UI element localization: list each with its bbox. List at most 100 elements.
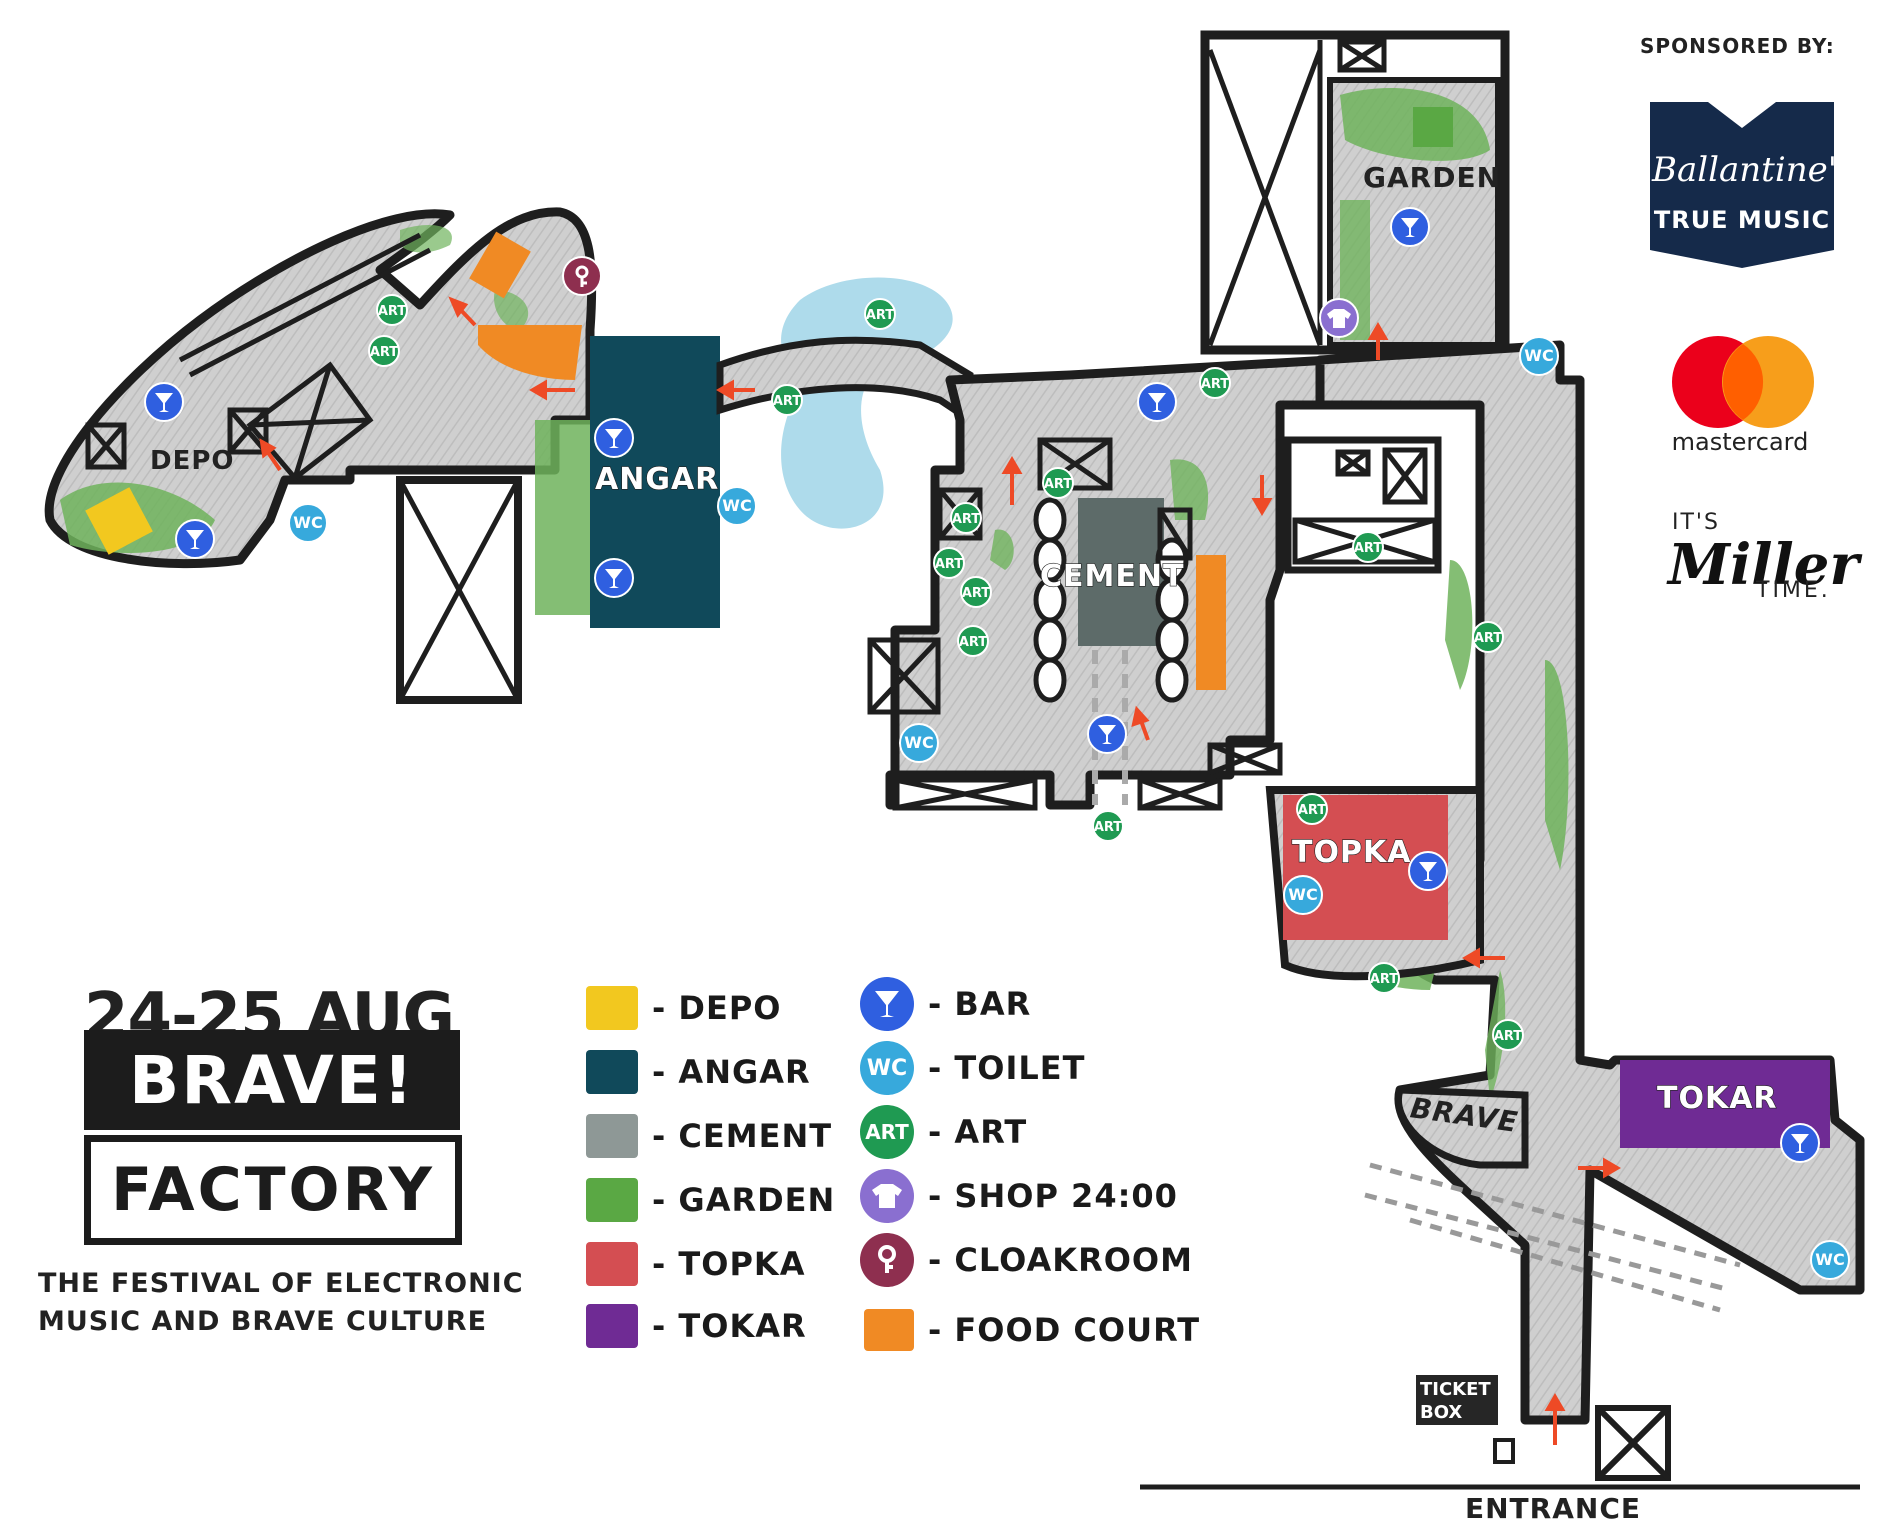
art-icon <box>950 502 982 534</box>
angar-swatch <box>586 1050 638 1094</box>
art-marker: ART <box>1352 531 1384 563</box>
legend-item-topka: - TOPKA <box>586 1240 805 1288</box>
legend-label-bar: - BAR <box>928 985 1032 1023</box>
ballantines-logo <box>1650 102 1834 268</box>
bar-marker <box>1390 207 1430 247</box>
tokar-swatch <box>586 1304 638 1348</box>
wc-marker-label: WC <box>1815 1250 1844 1269</box>
cloakroom-marker <box>562 256 602 296</box>
art-marker-label: ART <box>1354 541 1382 556</box>
legend-item-garden: - GARDEN <box>586 1176 835 1224</box>
ballantines-name: Ballantine's <box>1652 150 1855 190</box>
glass-glyph <box>1098 725 1116 744</box>
legend-item-art: ART - ART <box>860 1105 1028 1159</box>
legend-label-shop: - SHOP 24:00 <box>928 1177 1178 1215</box>
garden-swatch <box>586 1178 638 1222</box>
art-marker: ART <box>368 335 400 367</box>
key-icon <box>860 1233 914 1287</box>
art-marker: ART <box>950 502 982 534</box>
entrance-label: ENTRANCE <box>1465 1492 1641 1525</box>
food-court-swatch <box>864 1309 914 1351</box>
art-marker-label: ART <box>1298 803 1326 818</box>
wc-icon <box>717 486 757 526</box>
zone-label-topka: TOPKA <box>1292 835 1411 870</box>
wc-icon: WC <box>860 1041 914 1095</box>
legend-label-cement: - CEMENT <box>652 1117 833 1155</box>
glass-glyph <box>186 530 204 549</box>
map-markers: WCWCWCWCWCWCARTARTARTARTARTARTARTARTARTA… <box>144 207 1850 1280</box>
glass-glyph <box>605 569 623 588</box>
legend-label-angar: - ANGAR <box>652 1053 811 1091</box>
art-icon <box>933 547 965 579</box>
legend-label-food-court: - FOOD COURT <box>928 1311 1201 1349</box>
art-marker: ART <box>1492 1019 1524 1051</box>
miller-logo: Miller <box>1668 532 1859 598</box>
legend-item-shop: - SHOP 24:00 <box>860 1169 1178 1223</box>
wc-marker-label: WC <box>293 513 322 532</box>
art-marker: ART <box>1092 810 1124 842</box>
bar-marker <box>144 382 184 422</box>
art-icon <box>368 335 400 367</box>
miller-post: TIME. <box>1756 578 1831 603</box>
art-marker-label: ART <box>773 394 801 409</box>
legend-label-toilet: - TOILET <box>928 1049 1086 1087</box>
glass-glyph <box>1401 218 1419 237</box>
bar-marker <box>175 519 215 559</box>
art-marker-label: ART <box>1044 477 1072 492</box>
depo-food-court-2 <box>478 325 582 380</box>
art-marker: ART <box>957 625 989 657</box>
legend-label-topka: - TOPKA <box>652 1245 806 1283</box>
legend-item-cement: - CEMENT <box>586 1112 832 1160</box>
art-marker: ART <box>771 384 803 416</box>
art-marker: ART <box>864 298 896 330</box>
art-icon <box>771 384 803 416</box>
art-icon: ART <box>860 1105 914 1159</box>
art-marker-label: ART <box>952 512 980 527</box>
cement-food-court <box>1196 555 1226 690</box>
art-marker: ART <box>1368 962 1400 994</box>
legend-item-toilet: WC - TOILET <box>860 1041 1086 1095</box>
shirt-icon <box>860 1169 914 1223</box>
art-marker: ART <box>1042 467 1074 499</box>
art-icon <box>957 625 989 657</box>
tagline-line-1: THE FESTIVAL OF ELECTRONIC <box>38 1268 524 1299</box>
wc-icon <box>899 723 939 763</box>
zone-label-depo: DEPO <box>150 446 235 476</box>
bar-marker <box>1408 851 1448 891</box>
legend-label-art: - ART <box>928 1113 1028 1151</box>
logo-factory: FACTORY <box>84 1135 462 1245</box>
legend-item-tokar: - TOKAR <box>586 1302 807 1350</box>
wc-marker: WC <box>1810 1240 1850 1280</box>
wc-icon <box>1810 1240 1850 1280</box>
miller-pre: IT'S <box>1672 510 1720 535</box>
art-icon <box>1472 621 1504 653</box>
legend-label-cloakroom: - CLOAKROOM <box>928 1241 1193 1279</box>
art-icon <box>1042 467 1074 499</box>
glass-glyph <box>1148 393 1166 412</box>
wc-icon <box>288 503 328 543</box>
shirt-glyph <box>1327 309 1351 328</box>
wc-marker: WC <box>1519 336 1559 376</box>
bar-icon <box>860 977 914 1031</box>
art-marker: ART <box>1199 367 1231 399</box>
legend-item-cloakroom: - CLOAKROOM <box>860 1233 1193 1287</box>
art-marker-label: ART <box>378 304 406 319</box>
wc-marker: WC <box>288 503 328 543</box>
mastercard-name: mastercard <box>1671 428 1809 456</box>
art-marker-label: ART <box>1201 377 1229 392</box>
cement-stage <box>1078 498 1164 646</box>
ballantines-tagline: TRUE MUSIC <box>1653 206 1831 234</box>
legend-label-tokar: - TOKAR <box>652 1307 807 1345</box>
bar-marker <box>594 558 634 598</box>
legend-item-depo: - DEPO <box>586 984 782 1032</box>
flow-arrows <box>259 296 1621 1445</box>
bar-marker <box>594 418 634 458</box>
art-icon <box>1199 367 1231 399</box>
glass-glyph <box>1791 1134 1809 1153</box>
legend-item-food-court: - FOOD COURT <box>864 1306 1200 1354</box>
art-icon <box>960 576 992 608</box>
art-marker-label: ART <box>1370 972 1398 987</box>
art-marker-label: ART <box>866 308 894 323</box>
